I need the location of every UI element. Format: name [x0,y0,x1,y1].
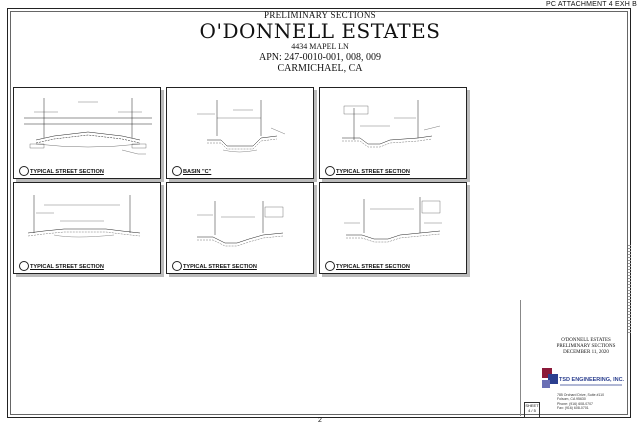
sheet-number-box: SHEET 4 / 5 [524,402,540,418]
sheet-number: 4 / 5 [528,408,536,413]
panel-2-label: BASIN "C" [183,169,212,175]
panel-1-label: TYPICAL STREET SECTION [30,169,104,175]
firm-logo [540,366,624,397]
project-city: CARMICHAEL, CA [277,63,363,74]
tb-project: O'DONNELL ESTATES [561,338,611,343]
sheet-label: SHEET [525,403,539,408]
section-panel-3: TYPICAL STREET SECTION [319,87,467,179]
panel-3-label: TYPICAL STREET SECTION [336,169,410,175]
project-title: O'DONNELL ESTATES [199,19,441,43]
project-apn: APN: 247-0010-001, 008, 009 [259,52,381,63]
section-panel-6: TYPICAL STREET SECTION [319,182,467,274]
page-number: 2 [318,417,322,424]
tb-sheet-title: PRELIMINARY SECTIONS [556,344,616,349]
sheet-title-block: O'DONNELL ESTATES PRELIMINARY SECTIONS D… [541,338,631,356]
title-block-divider [520,300,521,416]
firm-name: TSD ENGINEERING, INC. [559,377,625,383]
section-panel-4: TYPICAL STREET SECTION [13,182,161,274]
drawing-sheet [7,8,631,418]
section-panel-1: TYPICAL STREET SECTION [13,87,161,179]
sheet-subtitle: PRELIMINARY SECTIONS [264,10,376,20]
title-block: PRELIMINARY SECTIONS O'DONNELL ESTATES 4… [0,10,640,74]
attachment-tag: PC ATTACHMENT 4 EXH B [546,1,637,8]
section-panel-2: BASIN "C" [166,87,314,179]
tb-date: DECEMBER 11, 2020 [563,350,609,355]
project-address: 4434 MAPEL LN [291,42,349,51]
margin-hatch [628,245,631,335]
panel-6-label: TYPICAL STREET SECTION [336,264,410,270]
section-panel-5: TYPICAL STREET SECTION [166,182,314,274]
panel-5-label: TYPICAL STREET SECTION [183,264,257,270]
firm-address: 785 Orchard Drive, Suite #110 Folsom, CA… [557,393,605,410]
panel-4-label: TYPICAL STREET SECTION [30,264,104,270]
